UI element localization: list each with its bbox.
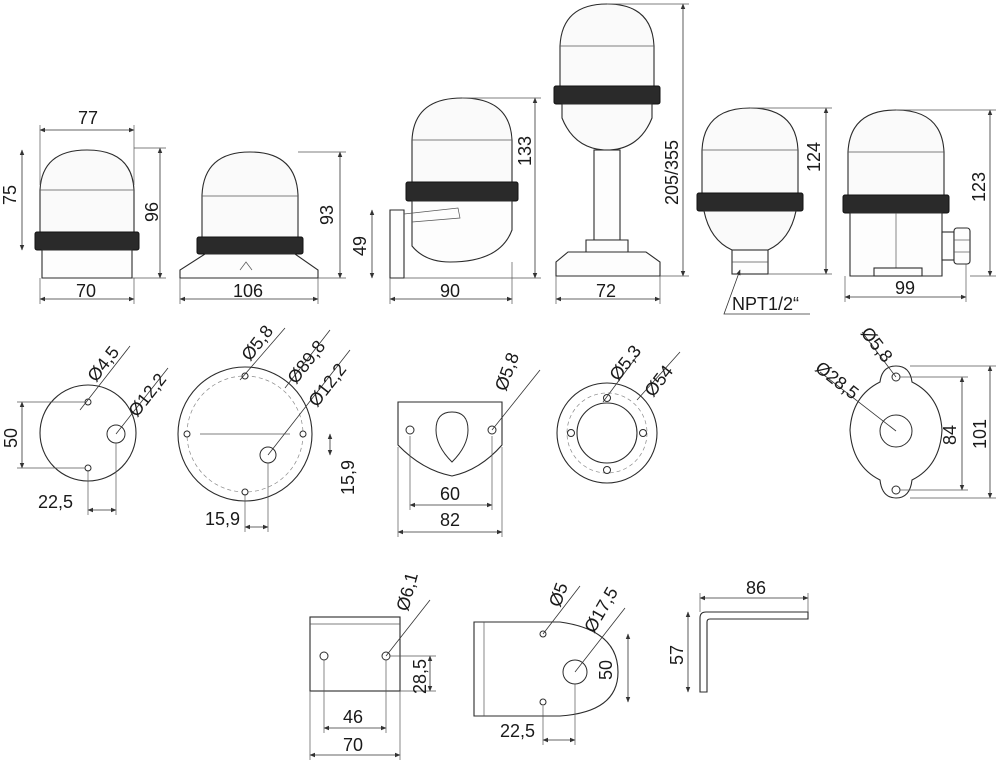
bracket1-hole: Ø6,1 [393,570,422,613]
lamp-4-view: 205/355 72 [553,3,689,304]
bracket1-height: 28,5 [410,659,430,694]
plan5-hole: Ø5,8 [857,323,897,366]
plan1-height: 50 [1,428,21,448]
plan-3: Ø5,8 60 82 [397,350,541,537]
lamp-3-view: 49 133 90 [350,97,541,304]
plan4-hole: Ø5,3 [605,341,645,384]
lamp2-width-bottom: 106 [233,281,263,301]
plan5-circle: Ø28,5 [812,357,863,403]
plan2-offset-v: 15,9 [338,460,358,495]
plan1-hole-small: Ø4,5 [83,342,123,385]
plan2-hole-small: Ø5,8 [237,321,277,364]
lamp1-width-top: 77 [78,108,98,128]
plan5-inner: 84 [940,425,960,445]
lamp4-width-bottom: 72 [596,281,616,301]
lamp3-height-right: 133 [515,136,535,166]
plan3-inner: 60 [440,484,460,504]
bracket-2: Ø5 Ø17,5 50 22,5 [473,580,631,745]
bracket1-inner: 46 [343,707,363,727]
bracket-1: Ø6,1 28,5 46 70 [309,570,436,760]
bracket1-outer: 70 [343,735,363,755]
plan-4: Ø5,3 Ø54 [556,341,681,484]
plan2-offset-h: 15,9 [205,509,240,529]
lamp5-height-right: 124 [804,142,824,172]
lamp3-height-left: 49 [350,236,370,256]
plan1-offset: 22,5 [38,492,73,512]
lamp1-height-right: 96 [142,202,162,222]
plan3-hole: Ø5,8 [491,350,523,394]
plan-2: Ø5,8 Ø89,8 Ø12,2 15,9 15,9 [177,321,358,532]
lamp-1-view: 77 75 96 70 [0,108,166,304]
bracket3-height: 57 [667,645,687,665]
plan3-outer: 82 [440,510,460,530]
lamp-6-view: 123 99 [842,109,996,302]
bracket2-height: 50 [596,660,616,680]
lamp3-width-bottom: 90 [440,281,460,301]
bracket3-width: 86 [746,578,766,598]
plan-1: Ø4,5 Ø12,2 50 22,5 [1,342,170,515]
lamp1-width-bottom: 70 [76,281,96,301]
lamp5-thread-label: NPT1/2“ [732,294,799,314]
bracket2-hole-large: Ø17,5 [580,584,622,636]
lamp-5-view: 124 NPT1/2“ [696,107,832,315]
bracket2-hole: Ø5 [545,580,572,609]
bracket2-offset: 22,5 [500,721,535,741]
plan5-outer: 101 [970,419,990,449]
lamp-2-view: 93 106 [179,151,346,304]
lamp1-height-left: 75 [0,185,20,205]
lamp6-width-bottom: 99 [895,278,915,298]
plan-5: Ø5,8 Ø28,5 84 101 [812,323,996,499]
lamp4-height-right: 205/355 [662,140,682,205]
lamp6-height-right: 123 [969,172,989,202]
plan4-circle: Ø54 [640,361,677,400]
lamp2-height-right: 93 [317,205,337,225]
bracket-3: 86 57 [667,578,809,693]
plan1-hole-large: Ø12,2 [124,369,170,420]
